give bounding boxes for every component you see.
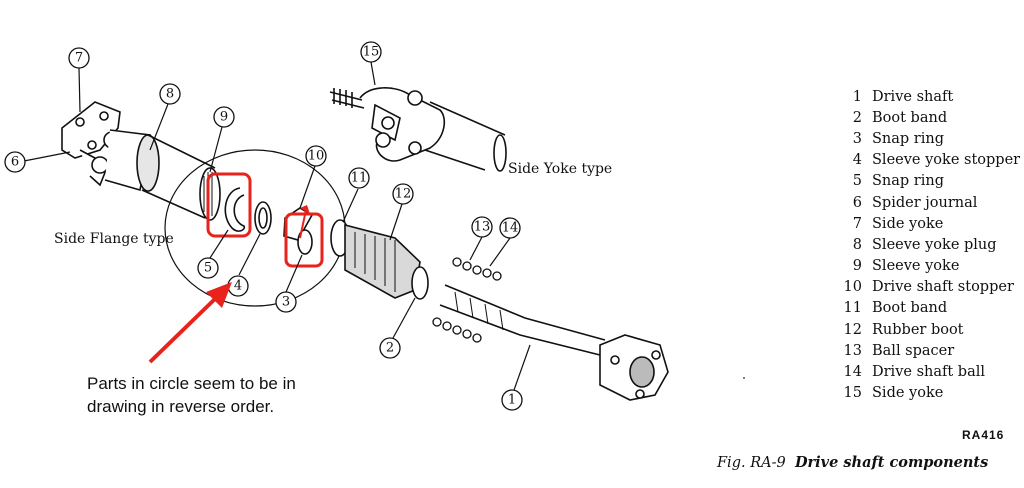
small-arrow-head bbox=[300, 205, 310, 214]
legend-number: 12 bbox=[843, 321, 862, 338]
callout-14-number: 14 bbox=[502, 221, 519, 236]
callout-13: 13 bbox=[469, 216, 493, 261]
legend-row: 1 Drive shaft bbox=[832, 86, 1022, 107]
callout-10-number: 10 bbox=[308, 149, 325, 164]
legend-part-name: Drive shaft stopper bbox=[872, 279, 1014, 296]
legend-part-name: Snap ring bbox=[872, 130, 944, 147]
figure-code: RA416 bbox=[962, 428, 1005, 442]
side-yoke-assembly bbox=[329, 87, 507, 172]
legend-number: 14 bbox=[843, 364, 862, 381]
legend-row: 11 Boot band bbox=[832, 298, 1022, 319]
ball-group-lower bbox=[432, 317, 482, 343]
callout-3-number: 3 bbox=[282, 295, 290, 310]
callout-12: 12 bbox=[389, 183, 414, 241]
callout-9-number: 9 bbox=[220, 110, 228, 125]
small-arrow bbox=[299, 209, 307, 239]
highlight-box-snap-ring-5 bbox=[206, 172, 252, 238]
legend-number: 4 bbox=[852, 152, 862, 169]
legend-part-name: Boot band bbox=[872, 300, 948, 317]
callout-7: 7 bbox=[68, 47, 90, 113]
callout-1-number: 1 bbox=[508, 393, 516, 408]
legend-number: 9 bbox=[852, 258, 862, 275]
caption-title: Drive shaft components bbox=[794, 454, 989, 471]
callout-1: 1 bbox=[501, 344, 531, 411]
callout-6: 6 bbox=[4, 151, 71, 173]
legend-number: 13 bbox=[843, 342, 862, 359]
annotation-line-2: drawing in reverse order. bbox=[87, 397, 274, 416]
annotation-line-1: Parts in circle seem to be in bbox=[87, 374, 296, 393]
legend-row: 8 Sleeve yoke plug bbox=[832, 234, 1022, 255]
legend-number: 6 bbox=[852, 194, 862, 211]
legend-part-name: Side yoke bbox=[872, 215, 944, 232]
legend-part-name: Sleeve yoke stopper bbox=[872, 152, 1021, 169]
callout-9: 9 bbox=[209, 106, 235, 173]
legend-part-name: Spider journal bbox=[872, 194, 978, 211]
figure-caption: Fig. RA-9 Drive shaft components bbox=[717, 454, 988, 471]
callout-10: 10 bbox=[299, 145, 327, 209]
callout-5-number: 5 bbox=[204, 261, 212, 276]
legend-row: 12 Rubber boot bbox=[832, 319, 1022, 340]
detail-parts bbox=[224, 187, 314, 255]
legend-part-name: Ball spacer bbox=[872, 342, 955, 359]
annotation-arrow-head bbox=[206, 282, 232, 308]
detail-circle bbox=[164, 149, 346, 307]
legend-part-name: Boot band bbox=[872, 109, 948, 126]
legend-part-name: Drive shaft ball bbox=[872, 364, 986, 381]
callout-2: 2 bbox=[379, 297, 416, 359]
callout-6-number: 6 bbox=[11, 155, 19, 170]
legend-part-name: Sleeve yoke plug bbox=[872, 236, 997, 253]
callout-7-number: 7 bbox=[75, 51, 83, 66]
legend-row: 4 Sleeve yoke stopper bbox=[832, 150, 1022, 171]
legend-number: 1 bbox=[852, 88, 862, 105]
legend-part-name: Rubber boot bbox=[872, 321, 964, 338]
caption-prefix: Fig. RA-9 bbox=[717, 455, 786, 471]
side-flange-label: Side Flange type bbox=[54, 231, 174, 247]
callout-8: 8 bbox=[149, 83, 181, 151]
legend-row: 5 Snap ring bbox=[832, 171, 1022, 192]
legend-number: 10 bbox=[843, 279, 862, 296]
callout-15-number: 15 bbox=[363, 45, 380, 60]
legend-part-name: Snap ring bbox=[872, 173, 944, 190]
legend-row: 3 Snap ring bbox=[832, 128, 1022, 149]
callout-11: 11 bbox=[342, 167, 370, 223]
legend-part-name: Side yoke bbox=[872, 385, 944, 402]
highlight-box-snap-ring-3 bbox=[284, 212, 324, 268]
annotation-arrow-shaft bbox=[148, 294, 220, 364]
legend-number: 15 bbox=[843, 385, 862, 402]
callout-13-number: 13 bbox=[474, 220, 491, 235]
side-flange-assembly bbox=[61, 101, 221, 221]
legend-number: 5 bbox=[852, 173, 862, 190]
legend-number: 11 bbox=[843, 300, 862, 317]
legend-row: 13 Ball spacer bbox=[832, 340, 1022, 361]
legend-number: 2 bbox=[852, 109, 862, 126]
legend-number: 8 bbox=[852, 236, 862, 253]
ball-group-upper bbox=[452, 257, 502, 281]
legend-row: 6 Spider journal bbox=[832, 192, 1022, 213]
callout-4: 4 bbox=[227, 233, 261, 297]
speck bbox=[743, 377, 745, 379]
callout-14: 14 bbox=[489, 217, 521, 267]
legend-number: 3 bbox=[852, 130, 862, 147]
legend-row: 9 Sleeve yoke bbox=[832, 256, 1022, 277]
legend-row: 7 Side yoke bbox=[832, 213, 1022, 234]
side-yoke-label: Side Yoke type bbox=[508, 161, 612, 177]
legend-part-name: Drive shaft bbox=[872, 88, 954, 105]
callout-4-number: 4 bbox=[234, 279, 242, 294]
callout-11-number: 11 bbox=[351, 171, 368, 186]
callout-5: 5 bbox=[197, 229, 229, 279]
callout-3: 3 bbox=[275, 254, 303, 313]
callout-8-number: 8 bbox=[166, 87, 174, 102]
legend-row: 2 Boot band bbox=[832, 107, 1022, 128]
callout-15: 15 bbox=[360, 41, 382, 86]
legend-row: 14 Drive shaft ball bbox=[832, 361, 1022, 382]
callout-2-number: 2 bbox=[386, 341, 394, 356]
legend-number: 7 bbox=[852, 215, 862, 232]
callout-12-number: 12 bbox=[395, 187, 412, 202]
boot-and-shaft bbox=[330, 219, 669, 401]
legend-row: 10 Drive shaft stopper bbox=[832, 277, 1022, 298]
legend-row: 15 Side yoke bbox=[832, 383, 1022, 404]
legend-part-name: Sleeve yoke bbox=[872, 258, 960, 275]
